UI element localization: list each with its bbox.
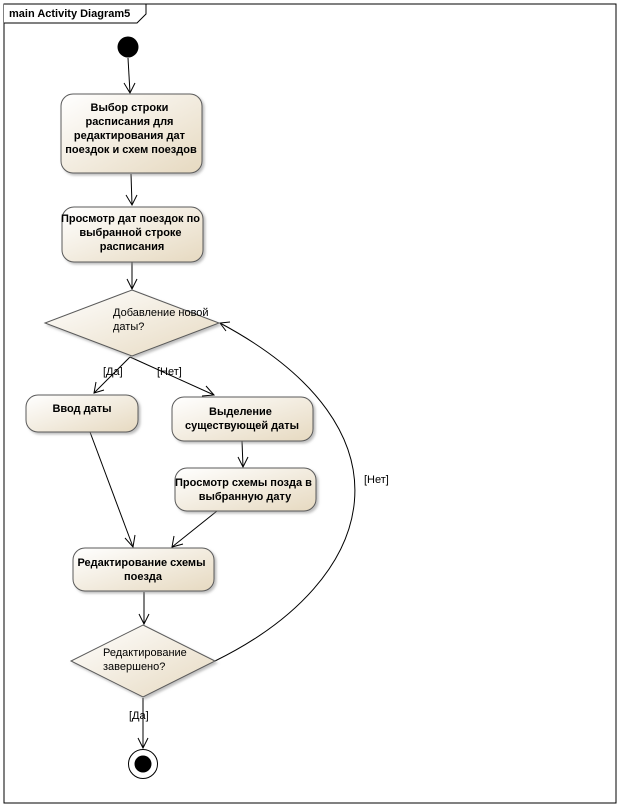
decision-edit-done-label: Редактирование завершено? [103, 647, 190, 673]
edge-decision-to-enter [93, 356, 131, 394]
guard-yes-add: [Да] [103, 366, 123, 378]
action-select-existing-date [171, 396, 314, 442]
initial-node [117, 36, 139, 58]
frame-title-tab [4, 3, 147, 24]
edge-enter-to-edit [89, 431, 134, 548]
decision-add-new-date-label: Добавление новой даты? [113, 307, 212, 333]
guard-no-add: [Нет] [157, 366, 182, 378]
action-edit-scheme [72, 547, 215, 592]
edge-select-existing-to-view-scheme [241, 440, 244, 468]
action-edit-scheme-label: Редактирование схемы поезда [77, 557, 208, 583]
diagram-frame: main Activity Diagram5 [3, 3, 617, 804]
edge-done-no-loop [214, 322, 356, 662]
action-select-row-label: Выбор строки расписания для редактирован… [65, 102, 197, 156]
action-select-existing-date-label: Выделение существующей даты [185, 406, 299, 432]
action-view-scheme [174, 467, 317, 512]
edge-start-to-select [127, 57, 131, 94]
edge-view-scheme-to-edit [171, 510, 218, 548]
final-node [128, 749, 158, 779]
action-enter-date-label: Ввод даты [52, 403, 111, 415]
edge-decision-to-select-existing [129, 356, 215, 396]
action-view-dates-label: Просмотр дат поездок по выбранной строке… [61, 213, 203, 253]
frame-title: main Activity Diagram5 [9, 8, 130, 20]
action-select-row [60, 93, 203, 174]
edges [89, 57, 356, 750]
decision-add-new-date [43, 289, 221, 357]
action-view-scheme-label: Просмотр схемы позда в выбранную дату [175, 477, 315, 503]
decision-edit-done [69, 624, 217, 698]
guard-no-done: [Нет] [364, 474, 389, 486]
action-view-dates [61, 206, 204, 263]
action-enter-date [25, 394, 139, 433]
guard-yes-done: [Да] [129, 710, 149, 722]
edge-select-to-view [130, 173, 133, 206]
